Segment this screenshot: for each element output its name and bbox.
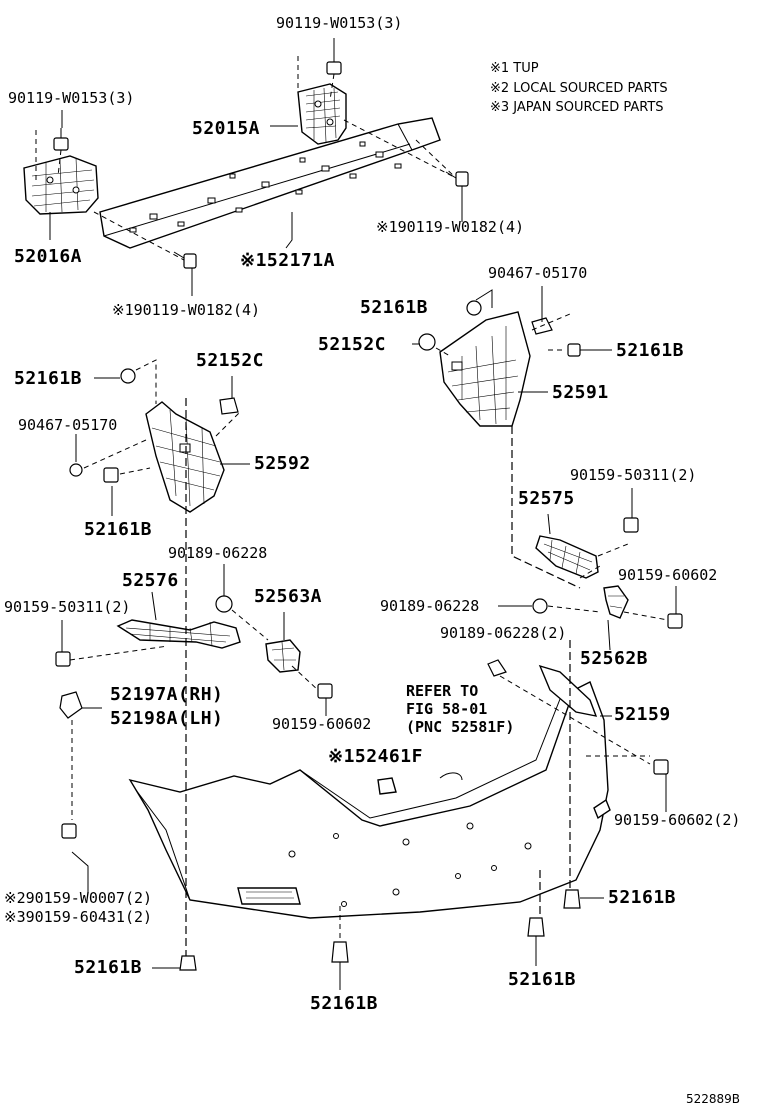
label-52161B-r2: 52161B bbox=[616, 340, 685, 361]
label-52461F: ※152461F bbox=[328, 746, 423, 767]
note-japan: ※3 JAPAN SOURCED PARTS bbox=[490, 100, 664, 115]
screw-icon bbox=[317, 683, 333, 699]
label-52575: 52575 bbox=[518, 488, 575, 509]
bumper-reinforcement-52171A bbox=[99, 117, 441, 249]
label-nut-06228-2: 90189-06228(2) bbox=[440, 624, 567, 642]
label-screw-50311-right: 90159-50311(2) bbox=[570, 466, 697, 484]
label-refer-1: REFER TO bbox=[406, 682, 479, 700]
bracket-52575 bbox=[535, 535, 599, 579]
clip-icon bbox=[179, 889, 581, 971]
label-52161B-b1: 52161B bbox=[608, 887, 677, 908]
bracket-52015A bbox=[297, 83, 347, 145]
label-clip-90467-right: 90467-05170 bbox=[488, 264, 588, 282]
label-bolt-w0182-left: ※190119-W0182(4) bbox=[112, 301, 261, 319]
label-screw-50311-left: 90159-50311(2) bbox=[4, 598, 131, 616]
label-clip-90467-left: 90467-05170 bbox=[18, 416, 118, 434]
label-52592: 52592 bbox=[254, 453, 311, 474]
label-bolt-left: 90119-W0153(3) bbox=[8, 89, 135, 107]
label-screw-60602-mid: 90159-60602 bbox=[272, 715, 372, 733]
screw-icon bbox=[623, 517, 639, 533]
retainer-52592 bbox=[145, 401, 225, 513]
label-screw-60431: ※390159-60431(2) bbox=[4, 908, 153, 926]
figure-code: 522889B bbox=[686, 1092, 741, 1106]
pad-52461F bbox=[377, 777, 397, 795]
bracket-52563A bbox=[265, 639, 301, 673]
label-52563A: 52563A bbox=[254, 586, 323, 607]
label-52161B-l2: 52161B bbox=[84, 519, 153, 540]
bracket-52016A bbox=[23, 155, 99, 215]
label-screw-w0007: ※290159-W0007(2) bbox=[4, 889, 153, 907]
label-screw-60602-right: 90159-60602 bbox=[618, 566, 718, 584]
screw-icon bbox=[61, 823, 77, 839]
label-52161B-b4: 52161B bbox=[310, 993, 379, 1014]
nut-icon bbox=[55, 595, 233, 667]
label-nut-06228-top: 90189-06228 bbox=[168, 544, 268, 562]
label-52562B: 52562B bbox=[580, 648, 649, 669]
label-refer-2: FIG 58-01 bbox=[406, 700, 488, 718]
nut-icon bbox=[532, 598, 548, 614]
label-nut-06228-mid: 90189-06228 bbox=[380, 597, 480, 615]
clip-icon bbox=[59, 691, 83, 719]
note-local: ※2 LOCAL SOURCED PARTS bbox=[490, 81, 668, 96]
label-52152C-left: 52152C bbox=[196, 350, 265, 371]
bracket-52576 bbox=[116, 619, 241, 649]
label-52198A: 52198A(LH) bbox=[110, 708, 224, 729]
label-52152C-right: 52152C bbox=[318, 334, 387, 355]
bracket-52562B bbox=[603, 585, 629, 619]
label-52576: 52576 bbox=[122, 570, 179, 591]
label-52591: 52591 bbox=[552, 382, 609, 403]
clip-icon bbox=[69, 368, 239, 483]
label-52197A: 52197A(RH) bbox=[110, 684, 224, 705]
label-52161B-r1: 52161B bbox=[360, 297, 429, 318]
label-52161B-b3: 52161B bbox=[508, 969, 577, 990]
label-52171A: ※152171A bbox=[240, 250, 335, 271]
bumper-side-arm bbox=[538, 664, 598, 717]
screw-icon bbox=[667, 613, 683, 629]
label-52015A: 52015A bbox=[192, 118, 261, 139]
bumper-cover-52159 bbox=[128, 681, 611, 919]
label-52161B-l1: 52161B bbox=[14, 368, 83, 389]
nut-icon bbox=[487, 659, 507, 677]
label-52159: 52159 bbox=[614, 704, 671, 725]
label-52016A: 52016A bbox=[14, 246, 83, 267]
label-screw-60602-2: 90159-60602(2) bbox=[614, 811, 741, 829]
retainer-52591 bbox=[439, 311, 531, 427]
label-52161B-b2: 52161B bbox=[74, 957, 143, 978]
label-bolt-top: 90119-W0153(3) bbox=[276, 14, 403, 32]
label-refer-3: (PNC 52581F) bbox=[406, 718, 515, 736]
label-bolt-w0182-right: ※190119-W0182(4) bbox=[376, 218, 525, 236]
note-tup: ※1 TUP bbox=[490, 61, 539, 76]
screw-icon bbox=[653, 759, 669, 775]
